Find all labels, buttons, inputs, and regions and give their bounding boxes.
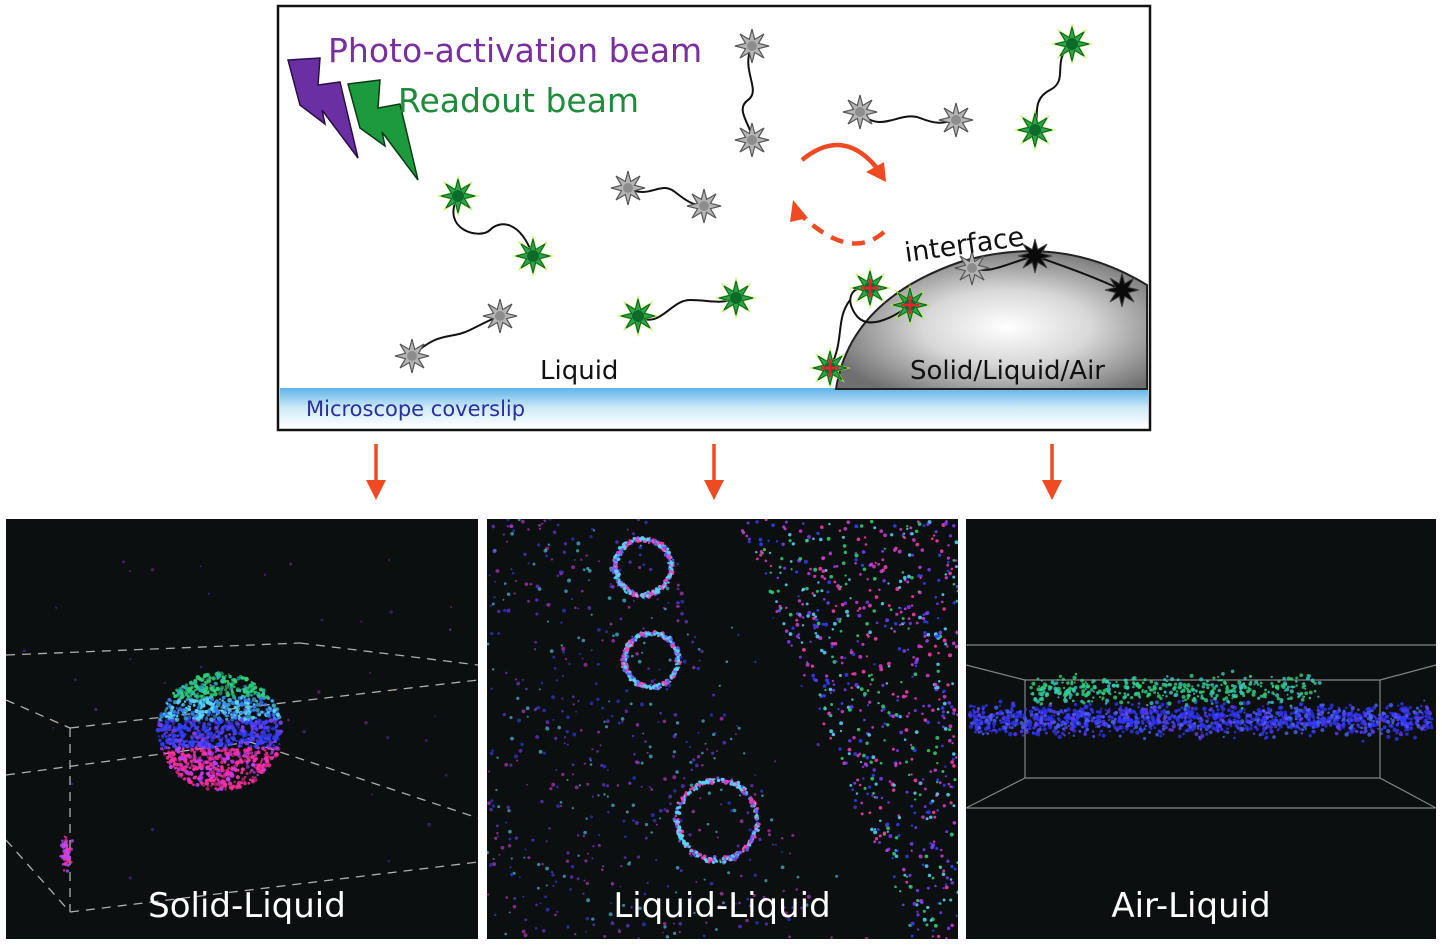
- down-arrows: [366, 444, 1062, 500]
- probe-star-green-icon: [808, 346, 852, 390]
- panel-air-liquid: Air-Liquid: [966, 519, 1436, 939]
- photo-activation-label: Photo-activation beam: [328, 31, 702, 70]
- droplet-dome: [834, 250, 1148, 390]
- solid-liquid-air-label: Solid/Liquid/Air: [910, 356, 1105, 386]
- solid-liquid-bounding-box: [6, 642, 478, 913]
- probe-star-gray-icon: [842, 94, 878, 130]
- cycle-arrow-solid: [800, 142, 882, 174]
- microscope-coverslip-label: Microscope coverslip: [306, 397, 525, 421]
- readout-bolt-icon: [347, 79, 419, 181]
- liquid-label: Liquid: [540, 356, 618, 386]
- down-arrow-left-icon: [366, 444, 386, 500]
- probe-star-green-icon: [616, 294, 660, 338]
- probe-star-green-icon: [848, 266, 892, 310]
- probe-star-gray-icon: [610, 170, 646, 206]
- probe-star-gray-icon: [734, 122, 770, 158]
- down-arrow-middle-icon: [704, 444, 724, 500]
- readout-beam-label: Readout beam: [398, 81, 639, 120]
- probe-star-gray-icon: [954, 250, 990, 286]
- air-liquid-localizations: [967, 669, 1434, 743]
- panel-label-air-liquid: Air-Liquid: [1111, 886, 1270, 926]
- cycle-arrowhead-solid-icon: [866, 162, 886, 182]
- probe-star-green-icon: [1050, 22, 1094, 66]
- probe-star-dark-icon: [1104, 272, 1140, 308]
- cycle-arrow-dashed: [798, 212, 886, 246]
- panel-liquid-liquid: Liquid-Liquid: [487, 519, 958, 939]
- photo-activation-bolt-icon: [287, 57, 359, 159]
- probe-star-green-icon: [888, 283, 932, 327]
- probe-star-green-icon: [511, 234, 555, 278]
- probe-star-green-icon: [1013, 108, 1057, 152]
- probe-star-green-icon: [436, 174, 480, 218]
- down-arrow-right-icon: [1042, 444, 1062, 500]
- probe-star-gray-icon: [938, 102, 974, 138]
- probe-molecules: [394, 22, 1140, 390]
- schematic-panel: Photo-activation beam Readout beam inter…: [276, 4, 1152, 432]
- probe-star-gray-icon: [734, 28, 770, 64]
- probe-star-green-icon: [714, 276, 758, 320]
- probe-star-gray-icon: [394, 338, 430, 374]
- probe-star-gray-icon: [482, 298, 518, 334]
- probe-star-dark-icon: [1017, 238, 1053, 274]
- solid-liquid-localizations: [22, 559, 453, 880]
- panel-liquid-liquid-background: [487, 519, 958, 939]
- microscope-coverslip: [280, 388, 1148, 428]
- cycle-arrowhead-dashed-icon: [790, 200, 808, 222]
- probe-star-gray-icon: [686, 188, 722, 224]
- panel-label-liquid-liquid: Liquid-Liquid: [613, 886, 830, 926]
- panel-solid-liquid: Solid-Liquid: [6, 519, 478, 939]
- liquid-liquid-localizations: [487, 519, 958, 939]
- panel-label-solid-liquid: Solid-Liquid: [148, 886, 346, 926]
